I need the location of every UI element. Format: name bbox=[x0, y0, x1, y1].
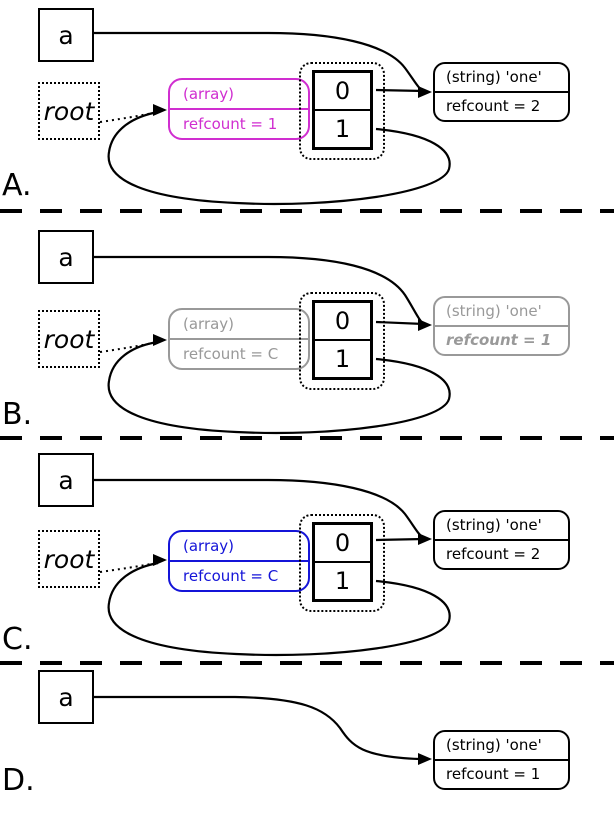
variable-box: a bbox=[38, 453, 94, 507]
string-zval-box: (string) 'one' refcount = 2 bbox=[433, 510, 570, 570]
array-refcount-label: refcount = C bbox=[183, 345, 279, 363]
bucket1-to-array-loop-wire bbox=[107, 340, 451, 435]
section-c: a root (array) refcount = C 0 1 (string)… bbox=[0, 438, 614, 663]
array-zval-box: (array) refcount = 1 bbox=[168, 78, 310, 140]
section-divider bbox=[0, 436, 614, 440]
section-a: a root (array) refcount = 1 0 1 (string)… bbox=[0, 0, 614, 211]
hash-bucket-0: 0 bbox=[315, 73, 370, 111]
variable-label: a bbox=[58, 682, 74, 712]
string-zval-box: (string) 'one' refcount = 1 bbox=[433, 296, 570, 356]
arrowhead-into-string-icon bbox=[418, 533, 432, 545]
arrowhead-into-string-icon bbox=[418, 753, 432, 765]
variable-label: a bbox=[58, 465, 74, 495]
bucket1-to-array-loop-wire bbox=[107, 561, 451, 657]
section-label: D. bbox=[2, 763, 35, 798]
arrows-layer-b bbox=[94, 255, 451, 435]
hashtable-box: 0 1 bbox=[312, 522, 373, 602]
root-box: root bbox=[38, 530, 100, 588]
array-zval-box: (array) refcount = C bbox=[168, 530, 310, 592]
a-to-string-wire bbox=[94, 31, 425, 93]
arrows-layer-c bbox=[94, 478, 451, 657]
hashtable-outline-box bbox=[299, 292, 385, 390]
hashtable-outline-box bbox=[299, 62, 385, 160]
section-label: B. bbox=[2, 397, 33, 432]
hashtable-box: 0 1 bbox=[312, 70, 373, 150]
array-type-label: (array) bbox=[170, 532, 308, 562]
string-type-label: (string) 'one' bbox=[435, 298, 568, 327]
variable-box: a bbox=[38, 230, 94, 284]
hash-bucket-0: 0 bbox=[315, 525, 370, 563]
section-d: a (string) 'one' refcount = 1 D. bbox=[0, 663, 614, 814]
arrowhead-into-array-icon bbox=[153, 334, 167, 346]
hashtable-outline-box bbox=[299, 514, 385, 612]
variable-label: a bbox=[58, 20, 74, 50]
root-label: root bbox=[43, 96, 95, 126]
section-label: A. bbox=[2, 168, 32, 203]
root-box: root bbox=[38, 310, 100, 368]
variable-box: a bbox=[38, 8, 94, 62]
variable-label: a bbox=[58, 242, 74, 272]
array-refcount-label: refcount = C bbox=[183, 567, 279, 585]
hash-bucket-1: 1 bbox=[334, 567, 351, 595]
root-label: root bbox=[43, 324, 95, 354]
root-to-array-wire bbox=[99, 111, 160, 123]
section-divider bbox=[0, 209, 614, 213]
string-zval-box: (string) 'one' refcount = 2 bbox=[433, 62, 570, 122]
arrowhead-into-string-icon bbox=[418, 319, 432, 331]
root-box: root bbox=[38, 82, 100, 140]
section-b: a root (array) refcount = C 0 1 (string)… bbox=[0, 211, 614, 438]
array-zval-box: (array) refcount = C bbox=[168, 308, 310, 370]
a-to-string-wire bbox=[94, 695, 421, 761]
string-refcount-label: refcount = 1 bbox=[446, 765, 541, 783]
arrowhead-into-array-icon bbox=[153, 104, 167, 116]
string-refcount-label: refcount = 2 bbox=[446, 545, 541, 563]
a-to-string-wire bbox=[94, 255, 425, 325]
root-to-array-wire bbox=[99, 341, 160, 353]
hash-bucket-1: 1 bbox=[334, 115, 351, 143]
hash-bucket-1: 1 bbox=[334, 345, 351, 373]
string-zval-box: (string) 'one' refcount = 1 bbox=[433, 730, 570, 790]
array-type-label: (array) bbox=[170, 310, 308, 340]
string-refcount-label: refcount = 1 bbox=[446, 331, 552, 349]
arrows-layer-d bbox=[94, 695, 432, 765]
arrowhead-into-string-icon bbox=[418, 86, 432, 98]
hash-bucket-0: 0 bbox=[315, 303, 370, 341]
section-label: C. bbox=[2, 622, 33, 657]
array-refcount-label: refcount = 1 bbox=[183, 115, 278, 133]
string-type-label: (string) 'one' bbox=[435, 64, 568, 93]
string-refcount-label: refcount = 2 bbox=[446, 97, 541, 115]
array-type-label: (array) bbox=[170, 80, 308, 110]
arrows-layer-a bbox=[94, 31, 451, 206]
root-label: root bbox=[43, 544, 95, 574]
string-type-label: (string) 'one' bbox=[435, 732, 568, 761]
section-divider bbox=[0, 661, 614, 665]
a-to-string-wire bbox=[94, 478, 425, 540]
bucket1-to-array-loop-wire bbox=[107, 110, 451, 206]
string-type-label: (string) 'one' bbox=[435, 512, 568, 541]
variable-box: a bbox=[38, 670, 94, 724]
hashtable-box: 0 1 bbox=[312, 300, 373, 380]
root-to-array-wire bbox=[99, 561, 160, 573]
